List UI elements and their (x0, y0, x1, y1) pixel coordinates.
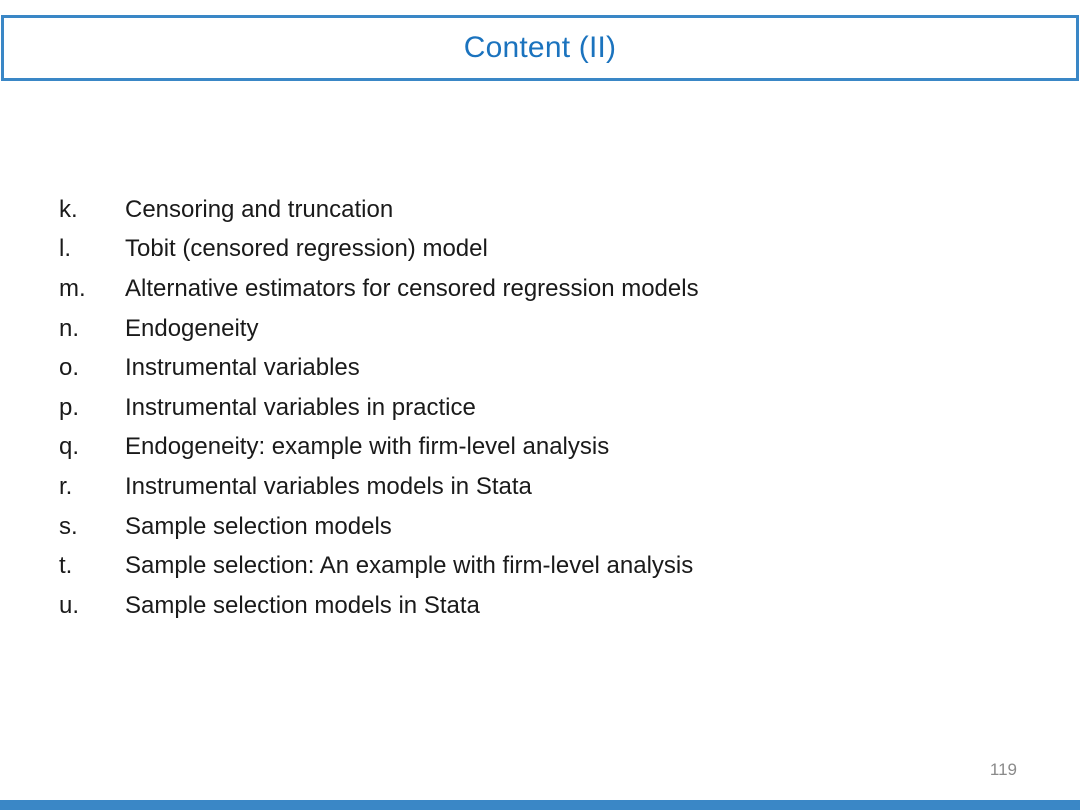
list-item-text: Sample selection models in Stata (125, 591, 480, 619)
list-item: l. Tobit (censored regression) model (59, 230, 699, 270)
list-item-text: Tobit (censored regression) model (125, 235, 488, 263)
list-item: s. Sample selection models (59, 507, 699, 547)
list-item-label: n. (59, 314, 80, 342)
list-item-text: Alternative estimators for censored regr… (125, 274, 699, 302)
list-item-label: o. (59, 354, 80, 382)
list-item-text: Instrumental variables (125, 354, 360, 382)
list-item: m. Alternative estimators for censored r… (59, 269, 699, 309)
list-item-label: l. (59, 235, 71, 263)
list-item-label: m. (59, 274, 86, 302)
list-item: t. Sample selection: An example with fir… (59, 546, 699, 586)
list-item-label: s. (59, 512, 78, 540)
list-item-text: Sample selection models (125, 512, 392, 540)
slide-title: Content (II) (463, 31, 617, 64)
bottom-accent-bar (0, 800, 1080, 810)
list-item-text: Instrumental variables models in Stata (125, 472, 532, 500)
list-item-label: r. (59, 472, 73, 500)
list-item-text: Instrumental variables in practice (125, 393, 476, 421)
page-number: 119 (989, 760, 1017, 779)
list-item: n. Endogeneity (59, 309, 699, 349)
list-item-label: k. (59, 195, 78, 223)
list-item-text: Endogeneity: example with firm-level ana… (125, 433, 610, 461)
list-item-label: u. (59, 591, 80, 619)
content-list: k. Censoring and truncation l. Tobit (ce… (59, 190, 699, 626)
list-item: q. Endogeneity: example with firm-level … (59, 428, 699, 468)
list-item-text: Censoring and truncation (125, 195, 394, 223)
title-box: Content (II) (1, 15, 1079, 81)
list-item-text: Endogeneity (125, 314, 259, 342)
list-item: u. Sample selection models in Stata (59, 586, 699, 626)
list-item-text: Sample selection: An example with firm-l… (125, 552, 694, 580)
list-item: r. Instrumental variables models in Stat… (59, 467, 699, 507)
list-item: p. Instrumental variables in practice (59, 388, 699, 428)
list-item-label: p. (59, 393, 80, 421)
list-item-label: q. (59, 433, 80, 461)
list-item: k. Censoring and truncation (59, 190, 699, 230)
list-item: o. Instrumental variables (59, 348, 699, 388)
list-item-label: t. (59, 552, 73, 580)
